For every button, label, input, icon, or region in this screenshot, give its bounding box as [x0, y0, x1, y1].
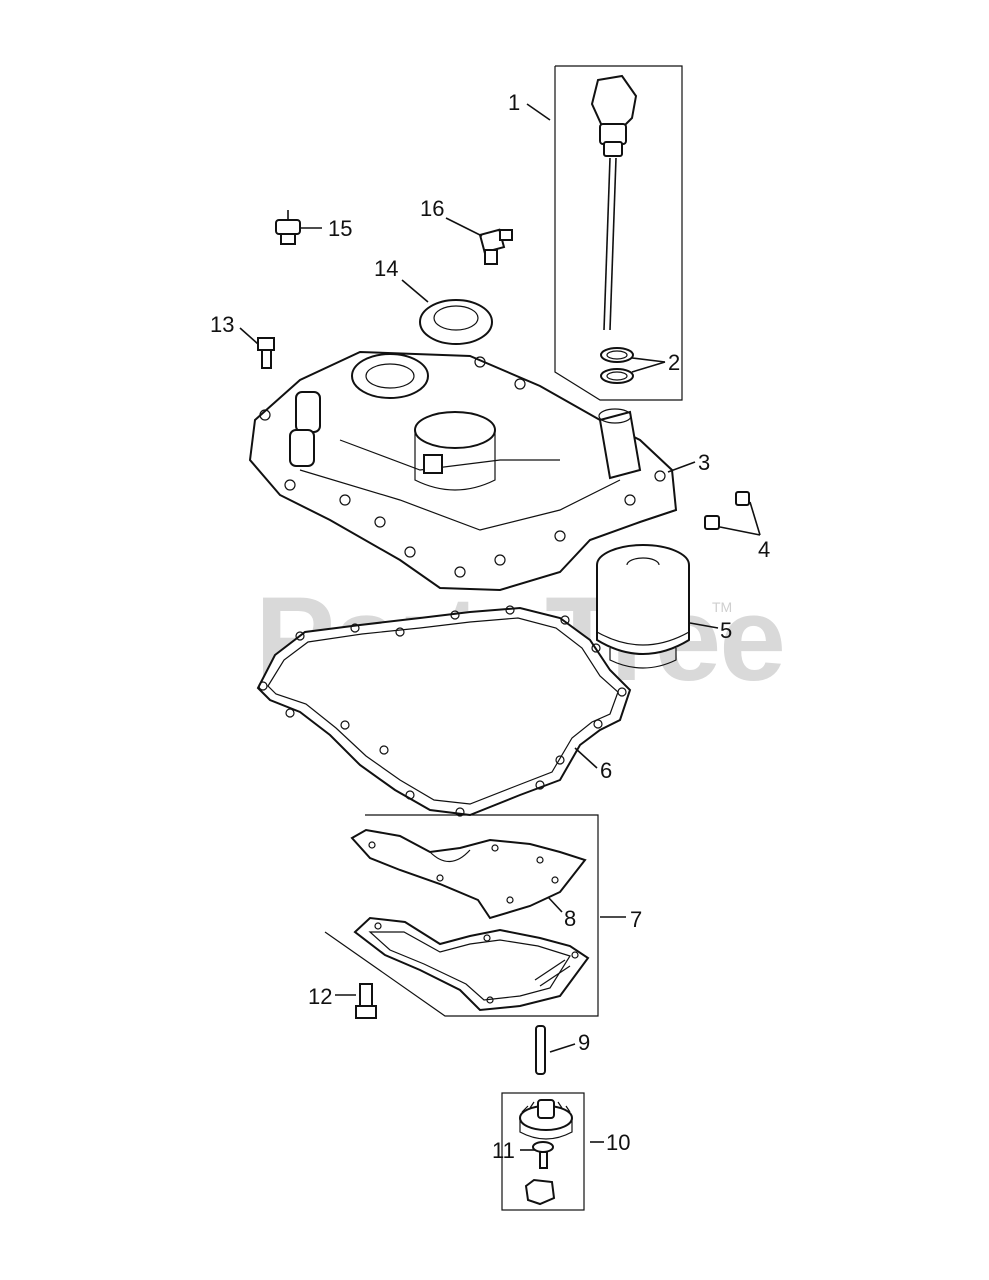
callout-13: 13	[210, 312, 234, 337]
callout-6: 6	[600, 758, 612, 783]
part-shaft[interactable]	[532, 1141, 554, 1169]
callout-labels: 1 2 3 4 5 6 7 8 9 10 11 12 13 14 15 16	[210, 90, 770, 1163]
callout-15: 15	[328, 216, 352, 241]
callout-7: 7	[630, 907, 642, 932]
callout-2: 2	[668, 350, 680, 375]
part-sensor[interactable]	[275, 210, 301, 245]
plate-group-box	[324, 814, 599, 1017]
callout-10: 10	[606, 1130, 630, 1155]
part-bolt-13[interactable]	[257, 337, 275, 369]
dipstick-group-box	[554, 65, 683, 401]
watermark-trademark: TM	[712, 599, 732, 615]
pump-group-box	[501, 1092, 585, 1211]
callout-12: 12	[308, 984, 332, 1009]
callout-5: 5	[720, 618, 732, 643]
part-gasket[interactable]	[256, 605, 632, 817]
callout-4: 4	[758, 537, 770, 562]
callout-9: 9	[578, 1030, 590, 1055]
part-oil-filter[interactable]	[596, 544, 690, 669]
callout-14: 14	[374, 256, 398, 281]
part-plate-gasket[interactable]	[350, 828, 587, 920]
part-o-rings[interactable]	[600, 347, 634, 384]
callout-8: 8	[564, 906, 576, 931]
part-elbow-fitting[interactable]	[478, 228, 513, 265]
part-dipstick[interactable]	[590, 74, 638, 331]
callout-16: 16	[420, 196, 444, 221]
callout-3: 3	[698, 450, 710, 475]
part-plugs[interactable]	[704, 491, 750, 530]
part-bolt-12[interactable]	[355, 983, 377, 1019]
part-crankcase-cover[interactable]	[248, 350, 678, 592]
part-lower-plate[interactable]	[353, 916, 590, 1012]
leader-lines	[239, 103, 761, 1151]
callout-1: 1	[508, 90, 520, 115]
part-oil-pump-gear[interactable]	[519, 1099, 573, 1140]
part-pump-body[interactable]	[524, 1178, 556, 1206]
callout-11: 11	[492, 1138, 515, 1163]
part-pin[interactable]	[535, 1025, 546, 1075]
part-oil-seal[interactable]	[419, 299, 493, 345]
